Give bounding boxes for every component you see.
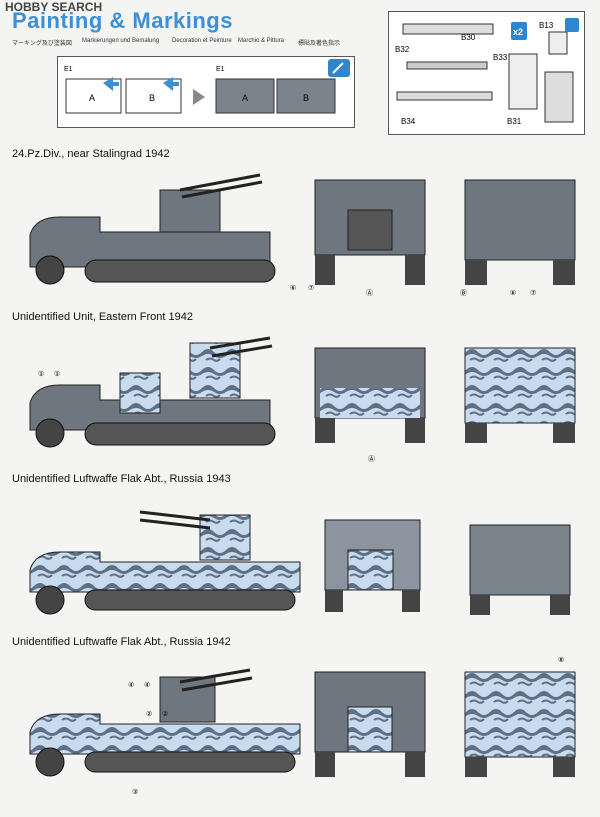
parts-box: x2 B30 B32 B33 B13 B34 B31 bbox=[388, 11, 585, 135]
front-view-vehicle bbox=[314, 671, 426, 777]
part-label: B33 bbox=[493, 53, 508, 62]
rear-view-vehicle bbox=[464, 347, 576, 443]
marking-callout: ④ bbox=[128, 681, 134, 689]
panel-b-label-filled: B bbox=[303, 93, 309, 103]
section-caption: Unidentified Unit, Eastern Front 1942 bbox=[12, 311, 193, 323]
front-view-vehicle bbox=[314, 179, 426, 285]
section-caption: Unidentified Luftwaffe Flak Abt., Russia… bbox=[12, 473, 231, 485]
marking-callout: ① bbox=[54, 370, 60, 378]
rear-view-vehicle bbox=[464, 671, 576, 777]
subtitle-jp: マーキング及び塗装図 bbox=[12, 41, 72, 47]
multiplier-badge bbox=[511, 22, 527, 40]
page-title: Painting & Markings bbox=[12, 8, 233, 33]
vehicle-views-grey: ⑥ ⑦ Ⓐ Ⓑ ⑥ ⑦ bbox=[29, 173, 576, 297]
subtitle-cn: 標貼及著色指示 bbox=[298, 41, 341, 47]
side-view-vehicle bbox=[29, 336, 276, 448]
panel-b-label: B bbox=[149, 93, 155, 103]
marking-callout: ⑧ bbox=[558, 656, 564, 664]
subtitle-de: Markierungen und Bemalung bbox=[82, 38, 160, 44]
marking-callout: ④ bbox=[144, 681, 150, 689]
decal-instruction-diagram: E1 A B E1 A B bbox=[64, 59, 350, 114]
marking-callout: Ⓑ bbox=[460, 289, 467, 297]
vehicle-views-camo-3: ④ ④ ② ② ③ ⑧ bbox=[29, 656, 576, 796]
vehicle-views-camo-1: ① ① Ⓐ bbox=[29, 336, 576, 463]
marking-callout: ⑦ bbox=[530, 289, 536, 297]
sheet-label-right: E1 bbox=[216, 66, 225, 73]
vehicle-views-camo-2 bbox=[29, 510, 571, 615]
parts-diagram: x2 B30 B32 B33 B13 B34 B31 bbox=[395, 18, 579, 126]
part-label: B34 bbox=[401, 117, 416, 126]
marking-callout: ⑦ bbox=[308, 284, 314, 292]
rear-view-vehicle bbox=[469, 524, 571, 615]
part-label: B30 bbox=[461, 33, 476, 42]
next-step-arrow-icon bbox=[193, 89, 205, 105]
part-label: B32 bbox=[395, 45, 410, 54]
part-label: B13 bbox=[539, 21, 554, 30]
part-label: B31 bbox=[507, 117, 522, 126]
marking-callout: Ⓐ bbox=[366, 289, 373, 297]
arrow-icon bbox=[163, 77, 179, 91]
section-caption: Unidentified Luftwaffe Flak Abt., Russia… bbox=[12, 636, 231, 648]
rear-view-vehicle bbox=[464, 179, 576, 285]
panel-a-label: A bbox=[89, 93, 95, 103]
marking-callout: ① bbox=[38, 370, 44, 378]
front-view-vehicle bbox=[314, 347, 426, 443]
side-view-vehicle bbox=[29, 668, 301, 777]
brand-watermark: HOBBY SEARCH bbox=[2, 0, 106, 14]
sheet-label-left: E1 bbox=[64, 66, 73, 73]
marking-callout: Ⓐ bbox=[368, 455, 375, 463]
marking-callout: ③ bbox=[132, 788, 138, 796]
side-view-vehicle bbox=[29, 173, 276, 285]
subtitle-it: Marchio & Pittura bbox=[238, 38, 285, 44]
marking-callout: ② bbox=[146, 710, 152, 718]
panel-a-label-filled: A bbox=[242, 93, 248, 103]
marking-callout: ⑥ bbox=[510, 289, 516, 297]
side-view-vehicle bbox=[29, 510, 301, 615]
arrow-icon bbox=[103, 77, 119, 91]
section-caption: 24.Pz.Div., near Stalingrad 1942 bbox=[12, 148, 170, 160]
marking-callout: ② bbox=[162, 710, 168, 718]
front-view-vehicle bbox=[324, 519, 421, 612]
decal-instruction-box: E1 A B E1 A B bbox=[57, 56, 355, 128]
multiplier-label: x2 bbox=[513, 27, 523, 37]
glue-icon bbox=[565, 18, 579, 32]
marking-callout: ⑥ bbox=[290, 284, 296, 292]
subtitle-fr: Decoration et Peinture bbox=[172, 38, 232, 44]
